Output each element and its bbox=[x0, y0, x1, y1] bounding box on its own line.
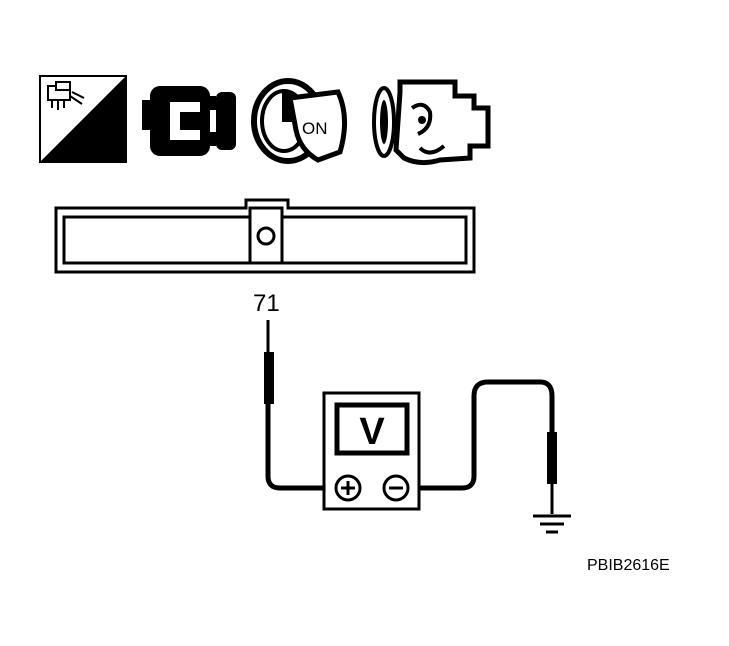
terminal-71 bbox=[256, 226, 276, 246]
positive-terminal bbox=[334, 474, 362, 502]
terminal-number: 71 bbox=[253, 290, 280, 317]
ignition-on-icon: ON bbox=[251, 78, 347, 164]
ground-symbol bbox=[533, 514, 571, 534]
figure-code: PBIB2616E bbox=[587, 557, 670, 574]
ignition-label: ON bbox=[302, 119, 328, 138]
positive-probe-wire bbox=[264, 320, 336, 491]
harness-connector-icon: H.S. bbox=[39, 75, 127, 163]
connector-icon bbox=[142, 86, 236, 156]
harness-label: H.S. bbox=[73, 138, 116, 163]
connector-housing bbox=[54, 198, 476, 274]
voltmeter-display-label: V bbox=[359, 411, 385, 453]
engine-icon bbox=[372, 79, 491, 166]
voltmeter: V bbox=[322, 391, 421, 511]
negative-probe-wire bbox=[408, 379, 557, 514]
negative-terminal bbox=[382, 474, 410, 502]
